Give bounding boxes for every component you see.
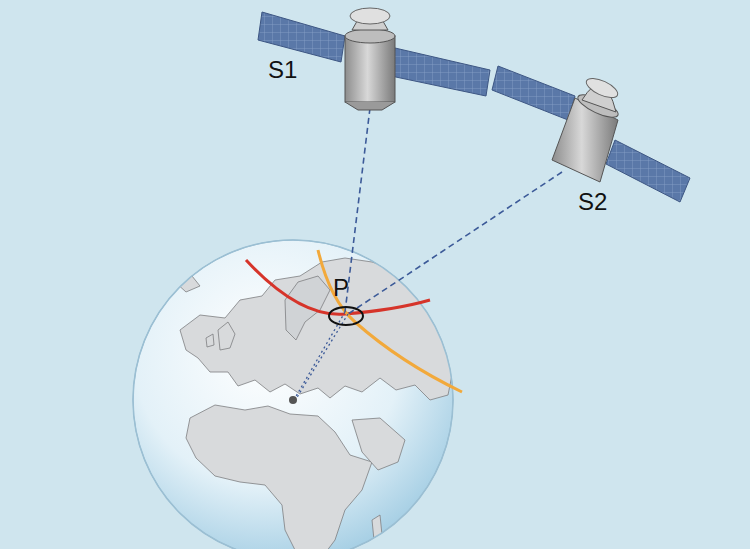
signal-line	[295, 312, 345, 398]
satellite-s1	[258, 8, 490, 110]
satellite-s2	[492, 66, 690, 202]
satellite-label: S1	[268, 58, 297, 82]
receiver-dot	[289, 396, 297, 404]
continents	[140, 246, 455, 549]
position-marker	[329, 307, 363, 325]
signal-line	[348, 172, 562, 314]
satellite-label: S2	[578, 190, 607, 214]
range-circle-s1	[246, 260, 430, 314]
position-label: P	[333, 276, 349, 300]
signal-line	[296, 314, 348, 399]
